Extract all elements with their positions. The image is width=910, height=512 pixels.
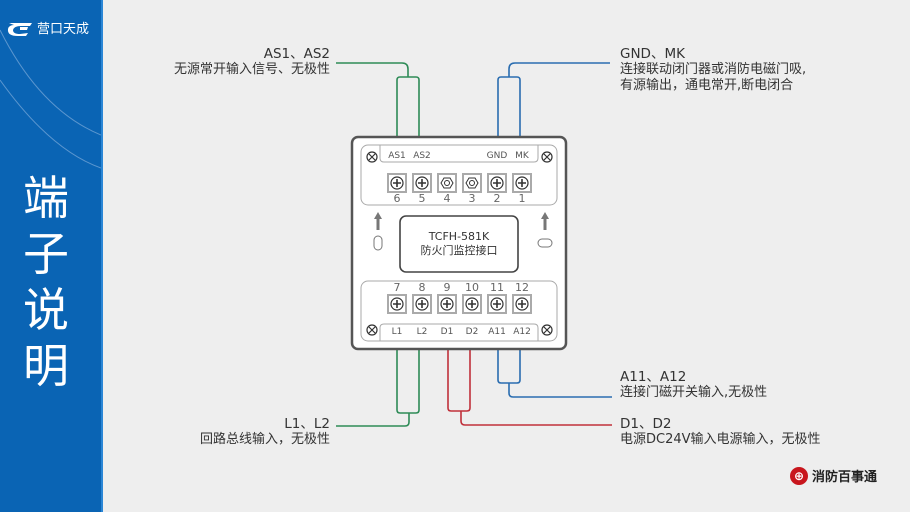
footer-brand: ⊕ 消防百事通 bbox=[790, 466, 877, 485]
callout-d: D1、D2 电源DC24V输入电源输入，无极性 bbox=[620, 416, 880, 448]
callout-heading: GND、MK bbox=[620, 46, 685, 62]
title-char: 明 bbox=[23, 339, 69, 393]
callout-l: L1、L2 回路总线输入，无极性 bbox=[150, 416, 330, 448]
cross-screw-icon[interactable] bbox=[412, 294, 432, 314]
callout-desc: 连接门磁开关输入,无极性 bbox=[620, 385, 768, 400]
terminal-label: MK bbox=[515, 151, 529, 161]
title-char: 端 bbox=[23, 171, 69, 225]
terminal-number: 7 bbox=[393, 281, 401, 294]
callout-heading: A11、A12 bbox=[620, 369, 687, 385]
terminal-label: A12 bbox=[513, 327, 531, 337]
tc-logo-icon bbox=[7, 22, 32, 36]
wire-a1 bbox=[497, 349, 612, 398]
wire-l bbox=[336, 349, 420, 427]
callout-heading: D1、D2 bbox=[620, 416, 672, 432]
page-title: 端 子 说 明 bbox=[16, 170, 76, 394]
terminal-label: A11 bbox=[488, 327, 506, 337]
terminal-number: 9 bbox=[443, 281, 451, 294]
cross-screw-icon[interactable] bbox=[387, 294, 407, 314]
terminal-number: 5 bbox=[418, 192, 426, 205]
terminal-number: 4 bbox=[443, 192, 451, 205]
sidebar-edge bbox=[101, 0, 103, 512]
terminal-number: 10 bbox=[465, 281, 479, 294]
callout-a1: A11、A12 连接门磁开关输入,无极性 bbox=[620, 369, 860, 401]
title-char: 子 bbox=[23, 227, 69, 281]
wire-d bbox=[447, 349, 612, 426]
model-label: TCFH-581K 防火门监控接口 bbox=[400, 230, 518, 258]
callout-desc: 有源输出，通电常开,断电闭合 bbox=[620, 78, 794, 93]
terminal-label: D1 bbox=[440, 327, 454, 337]
slot-horizontal bbox=[537, 238, 553, 248]
wire-gnd bbox=[497, 62, 610, 137]
callout-desc: 电源DC24V输入电源输入，无极性 bbox=[620, 432, 821, 447]
terminal-number: 12 bbox=[515, 281, 529, 294]
terminal-label: L1 bbox=[391, 327, 403, 337]
device-name: 防火门监控接口 bbox=[420, 244, 498, 257]
wire-as bbox=[336, 62, 420, 137]
footer-brand-name: 消防百事通 bbox=[812, 470, 878, 485]
callout-desc: 无源常开输入信号、无极性 bbox=[173, 62, 330, 77]
hex-screw-icon[interactable] bbox=[462, 173, 482, 193]
terminal-label: D2 bbox=[465, 327, 479, 337]
brand-name: 营口天成 bbox=[37, 22, 90, 37]
decorative-arcs bbox=[0, 29, 101, 169]
cross-screw-icon[interactable] bbox=[412, 173, 432, 193]
terminal-number: 6 bbox=[393, 192, 401, 205]
terminal-number: 3 bbox=[468, 192, 476, 205]
callout-as: AS1、AS2 无源常开输入信号、无极性 bbox=[150, 46, 330, 78]
slot-vertical bbox=[373, 235, 383, 251]
model-panel bbox=[399, 215, 519, 273]
terminal-label: GND bbox=[486, 151, 508, 161]
terminal-number: 11 bbox=[490, 281, 504, 294]
model-number: TCFH-581K bbox=[428, 230, 490, 243]
hex-screw-icon[interactable] bbox=[437, 173, 457, 193]
terminal-number: 2 bbox=[493, 192, 501, 205]
terminal-number: 8 bbox=[418, 281, 426, 294]
cross-screw-icon[interactable] bbox=[462, 294, 482, 314]
callout-heading: AS1、AS2 bbox=[263, 46, 330, 62]
arrow-up-icon bbox=[374, 212, 549, 230]
callout-desc: 连接联动闭门器或消防电磁门吸, bbox=[620, 62, 807, 77]
cross-screw-icon[interactable] bbox=[387, 173, 407, 193]
sidebar: 营口天成 端 子 说 明 bbox=[0, 0, 101, 512]
bottom-terminal-block bbox=[360, 280, 558, 342]
cross-screw-icon[interactable] bbox=[512, 173, 532, 193]
cross-screw-icon[interactable] bbox=[437, 294, 457, 314]
terminal-label: AS2 bbox=[413, 151, 431, 161]
brand: 营口天成 bbox=[6, 18, 89, 37]
callout-desc: 回路总线输入，无极性 bbox=[199, 432, 330, 447]
callout-heading: L1、L2 bbox=[284, 416, 330, 432]
fire-brand-icon: ⊕ bbox=[790, 466, 808, 485]
callout-gnd: GND、MK 连接联动闭门器或消防电磁门吸, 有源输出，通电常开,断电闭合 bbox=[620, 46, 860, 94]
title-char: 说 bbox=[23, 283, 69, 337]
terminal-label: L2 bbox=[416, 327, 428, 337]
cross-screw-icon[interactable] bbox=[487, 294, 507, 314]
cross-screw-icon[interactable] bbox=[512, 294, 532, 314]
mount-screw-icon bbox=[366, 151, 553, 336]
top-terminal-block bbox=[360, 144, 558, 206]
terminal-number: 1 bbox=[518, 192, 526, 205]
terminal-label: AS1 bbox=[388, 151, 406, 161]
cross-screw-icon[interactable] bbox=[487, 173, 507, 193]
